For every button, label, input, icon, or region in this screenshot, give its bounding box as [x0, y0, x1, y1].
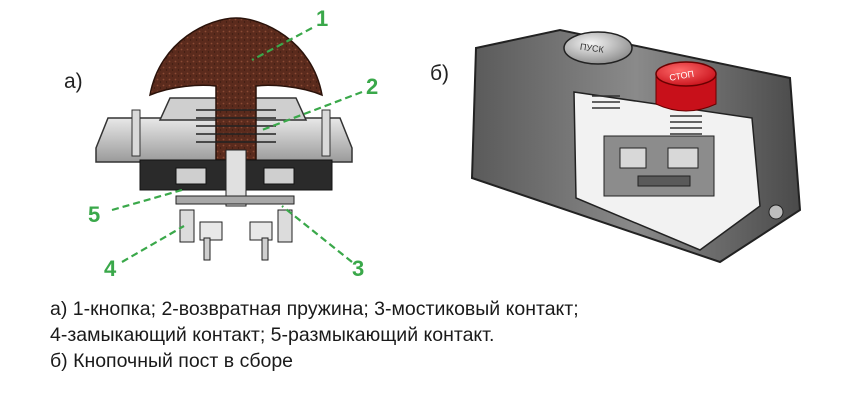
callout-3: 3	[352, 256, 364, 281]
caption-line-2: 4-замыкающий контакт; 5-размыкающий конт…	[50, 324, 495, 346]
start-button-label: ПУСК	[579, 42, 605, 55]
panel-a-letter: а)	[64, 70, 83, 93]
break-contact-right	[263, 167, 295, 185]
panel-a-diagram: 1 2 5 4 3 ПУСК СТОП	[88, 6, 802, 281]
callout-line-4	[121, 225, 185, 263]
screw-right	[321, 109, 331, 157]
callout-line-2	[261, 90, 363, 132]
callout-line-3	[281, 205, 353, 263]
panel-b-letter: б)	[430, 62, 450, 85]
caption-line-1: а) 1-кнопка; 2-возвратная пружина; 3-мос…	[50, 298, 579, 320]
break-contact-left	[175, 167, 207, 185]
callout-5: 5	[88, 202, 100, 227]
make-contact-right	[277, 209, 293, 243]
callout-2: 2	[366, 74, 378, 99]
side-screw	[768, 204, 784, 220]
panel-b-diagram: ПУСК СТОП	[470, 28, 802, 264]
stem	[225, 149, 247, 207]
stop-button-label: СТОП	[669, 69, 695, 83]
screw-left	[131, 109, 141, 157]
figure-caption: а) 1-кнопка; 2-возвратная пружина; 3-мос…	[50, 296, 840, 374]
stop-button	[655, 61, 717, 87]
callout-line-5	[111, 188, 183, 212]
make-contact-left	[179, 209, 195, 243]
caption-line-3: б) Кнопочный пост в сборе	[50, 350, 294, 372]
button-knob	[149, 17, 323, 161]
return-spring	[196, 109, 276, 143]
bridge-contact	[175, 195, 295, 205]
callout-1: 1	[316, 6, 328, 31]
callout-4: 4	[104, 256, 117, 281]
start-button	[563, 31, 633, 65]
callout-line-1	[251, 27, 313, 61]
